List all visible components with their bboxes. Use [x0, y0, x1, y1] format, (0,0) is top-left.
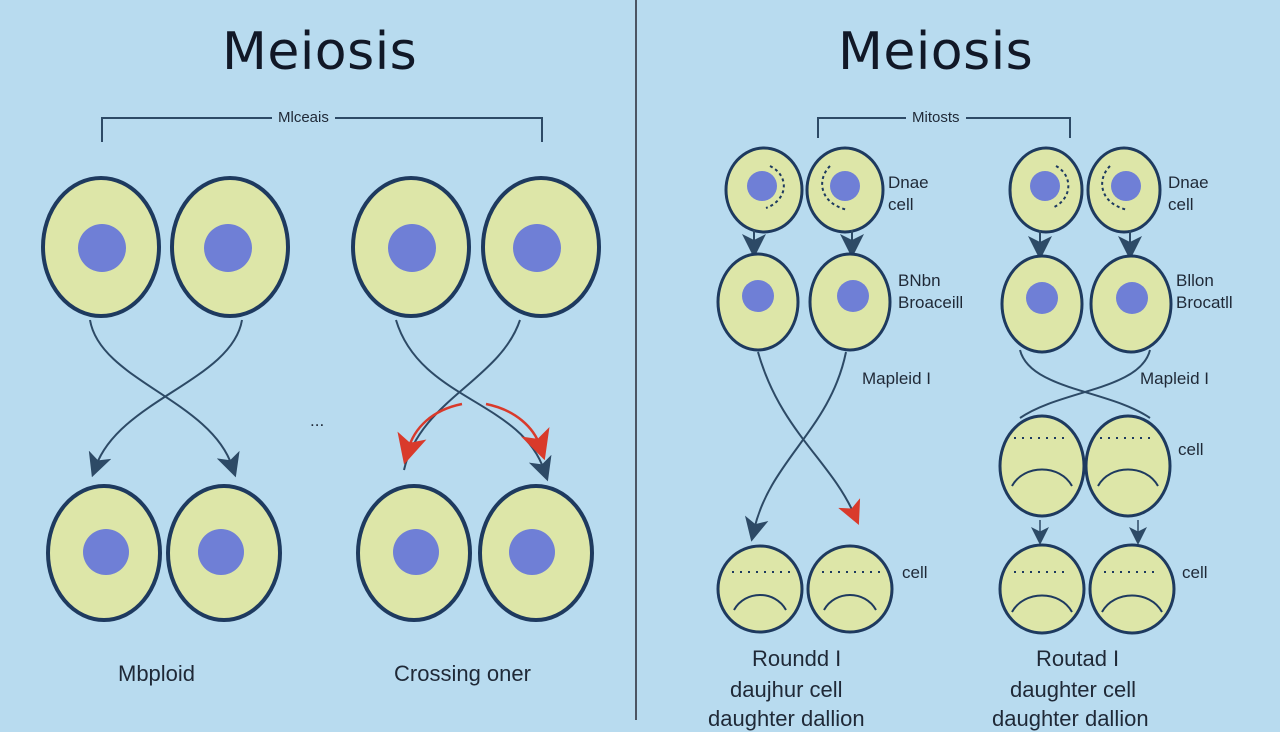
r-c1-footer-3: daughter dallion: [708, 706, 865, 731]
left-bracket-label: Mlceais: [272, 109, 335, 126]
r-c2-top-label: Dnae cell: [1168, 172, 1209, 216]
red-arrow-right: [485, 402, 550, 461]
left-top-cell-4: [481, 176, 601, 318]
r-c1-top-label: Dnae cell: [888, 172, 929, 216]
r-c2-cross-1: [1019, 349, 1151, 419]
r-c1-bottom-cell-label: cell: [902, 563, 928, 582]
r-c2-bottom-cell-label: cell: [1182, 563, 1208, 582]
left-cross-arrow-2: [88, 319, 243, 478]
left-bottom-cell-1: [46, 484, 162, 622]
r-c2-footer-2: daughter cell: [1010, 677, 1136, 702]
r-c1-mid-label-2: Broaceill: [898, 293, 964, 312]
r-c1-top-cell-1: [724, 146, 804, 234]
left-bottom-cell-3: [356, 484, 472, 622]
r-c2-mid-label: Bllon Brocatll: [1176, 270, 1233, 314]
red-arrow-left: [397, 402, 463, 465]
r-c2-mid-label-1: Bllon: [1176, 271, 1214, 290]
left-bottom-left-label: Mbploid: [118, 661, 196, 686]
left-title: Meiosis: [222, 22, 418, 82]
r-c2-mid-cell-2: [1089, 254, 1173, 354]
r-c1-mid-label-1: BNbn: [898, 271, 941, 290]
left-bottom-cell-2: [166, 484, 282, 622]
r-c2-top-label-1: Dnae: [1168, 173, 1209, 192]
r-c1-mid-label: BNbn Broaceill: [898, 270, 963, 314]
r-c1-top-label-2: cell: [888, 195, 914, 214]
r-c2-bottom-cell-1: [998, 543, 1086, 635]
left-top-cell-1: [41, 176, 161, 318]
r-c1-cross-2: [744, 351, 847, 542]
r-c1-bottom-cell-1: [716, 544, 804, 634]
r-c2-footer-1: Routad I: [1036, 646, 1120, 671]
left-mid-mark: ...: [310, 411, 325, 430]
r-c2-cross-2: [1019, 349, 1151, 419]
r-c2-upper-cell-2: [1084, 414, 1172, 518]
left-cross-arrow-1: [89, 319, 240, 478]
left-bottom-right-label: Crossing oner: [394, 661, 531, 686]
r-c2-maple-label: Mapleid I: [1140, 369, 1209, 388]
r-c2-upper-cell-label: cell: [1178, 440, 1204, 459]
r-c1-footer-1: Roundd I: [752, 646, 842, 671]
center-divider: [635, 0, 637, 720]
left-bottom-cell-4: [478, 484, 594, 622]
r-c1-mid-cell-2: [808, 252, 892, 352]
left-top-cell-3: [351, 176, 471, 318]
right-cross-arrow-2: [403, 319, 521, 471]
r-c2-footer-3: daughter dallion: [992, 706, 1149, 731]
right-cross-arrow-1: [395, 319, 552, 482]
left-top-cell-2: [170, 176, 290, 318]
r-c1-top-cell-2: [805, 146, 885, 234]
r-c1-footer-2: daujhur cell: [730, 677, 843, 702]
r-c1-mid-cell-1: [716, 252, 800, 352]
r-c2-bottom-cell-2: [1088, 543, 1176, 635]
right-title: Meiosis: [838, 22, 1034, 82]
r-c1-bottom-cell-2: [806, 544, 894, 634]
right-bracket-label: Mitosts: [906, 109, 966, 126]
r-c1-cross-1: [757, 351, 861, 525]
r-c2-top-cell-1: [1008, 146, 1084, 234]
r-c2-top-label-2: cell: [1168, 195, 1194, 214]
r-c2-top-cell-2: [1086, 146, 1162, 234]
r-c1-top-label-1: Dnae: [888, 173, 929, 192]
r-c2-mid-cell-1: [1000, 254, 1084, 354]
r-c2-mid-label-2: Brocatll: [1176, 293, 1233, 312]
r-c2-upper-cell-1: [998, 414, 1086, 518]
r-c1-maple-label: Mapleid I: [862, 369, 931, 388]
